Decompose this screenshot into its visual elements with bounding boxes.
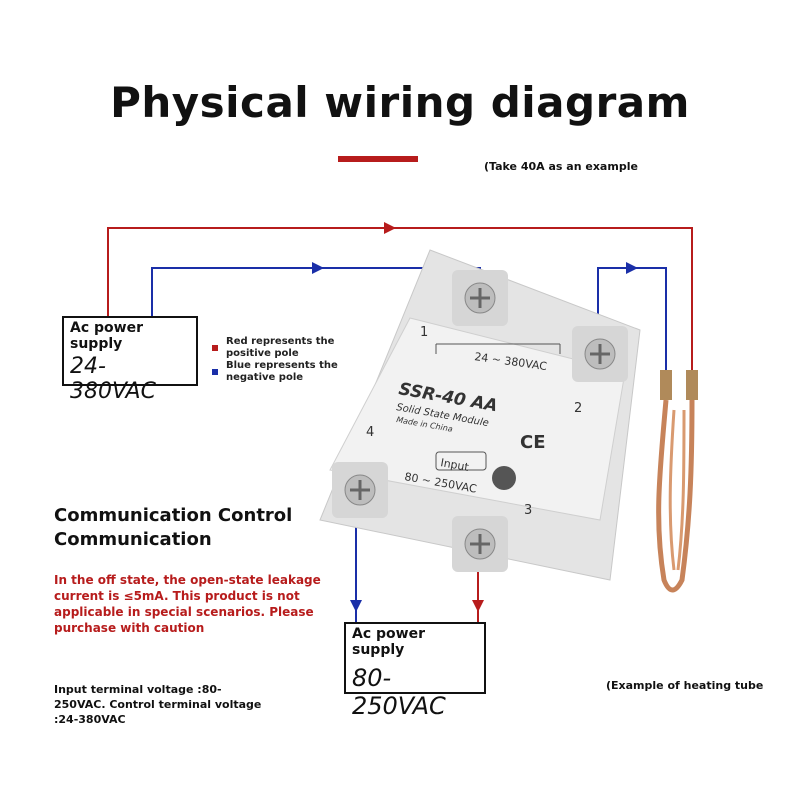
title-underline — [338, 156, 418, 162]
input-terminal-note: Input terminal voltage :80-250VAC. Contr… — [54, 683, 262, 726]
bottom-power-supply-label: Ac power supply — [352, 626, 425, 658]
input-wire-left-arrow — [350, 600, 362, 612]
terminal-screw-1 — [452, 270, 508, 326]
leakage-warning: In the off state, the open-state leakage… — [54, 573, 321, 635]
positive-wire-arrow — [384, 222, 396, 234]
negative-wire-arrow — [312, 262, 324, 274]
communication-title-line-2: Communication — [54, 529, 212, 550]
negative-swatch — [212, 369, 218, 375]
terminal-label-1: 1 — [420, 325, 428, 340]
legend-item-negative: Blue represents the negative pole — [212, 360, 356, 384]
heating-tube-note: (Example of heating tube — [606, 679, 764, 692]
input-wire-right-arrow — [472, 600, 484, 612]
legend: Red represents the positive pole Blue re… — [212, 336, 356, 384]
bottom-power-supply-box: Ac power supply 80-250VAC — [344, 622, 486, 720]
ssr-module: 1 2 3 4 24 ~ 380VAC SSR-40 AA Solid Stat… — [319, 249, 641, 581]
heating-tube — [656, 370, 698, 593]
legend-item-positive: Red represents the positive pole — [212, 336, 356, 360]
terminal-label-4: 4 — [366, 425, 374, 440]
legend-negative-text: Blue represents the negative pole — [226, 360, 338, 383]
communication-title: Communication Control Communication — [54, 504, 292, 552]
positive-swatch — [212, 345, 218, 351]
left-power-supply-box: Ac power supply 24-380VAC — [62, 316, 198, 404]
ce-mark: CE — [520, 432, 546, 453]
terminal-label-2: 2 — [574, 401, 582, 416]
indicator-light — [492, 466, 516, 490]
load-wire-arrow — [626, 262, 638, 274]
positive-wire — [107, 227, 693, 372]
communication-title-line-1: Communication Control — [54, 505, 293, 526]
page-title: Physical wiring diagram — [110, 78, 690, 127]
input-label: Input — [439, 456, 470, 474]
example-note: (Take 40A as an example — [484, 160, 638, 173]
left-power-supply-voltage: 24-380VAC — [70, 354, 156, 404]
left-power-supply-label: Ac power supply — [70, 320, 143, 352]
terminal-screw-3 — [452, 516, 508, 572]
legend-positive-text: Red represents the positive pole — [226, 336, 335, 359]
terminal-screw-2 — [572, 326, 628, 382]
bottom-power-supply-voltage: 80-250VAC — [352, 664, 446, 720]
terminal-label-3: 3 — [524, 503, 532, 518]
terminal-screw-4 — [332, 462, 388, 518]
